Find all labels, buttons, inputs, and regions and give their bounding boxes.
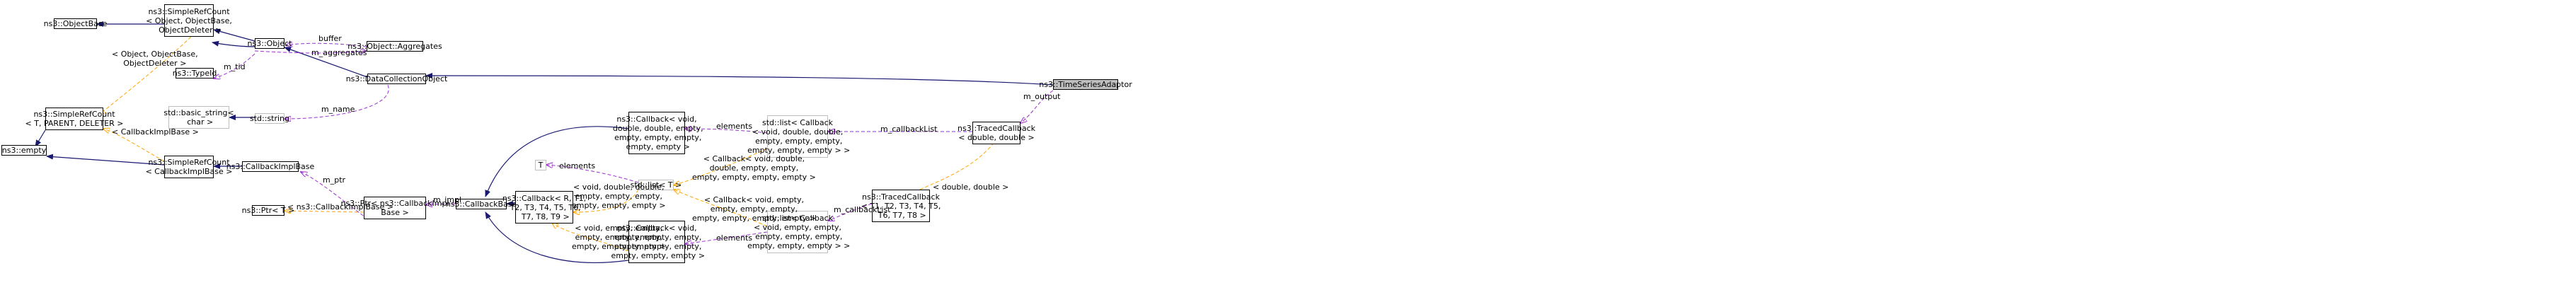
edge-object-buffer — [286, 43, 367, 47]
label-ptr-template: < ns3::CallbackImplBase > — [287, 202, 393, 211]
label-m-output: m_output — [1023, 92, 1061, 101]
edge-cb-double-tpl — [573, 189, 639, 212]
edge-string-m-name — [284, 84, 389, 119]
node-ns3-ptr-t[interactable]: ns3::Ptr< T > — [241, 205, 295, 216]
label-list-empty-template: < Callback< void, empty, empty, empty, e… — [692, 195, 816, 223]
node-ns3-callbackbase[interactable]: ns3::CallbackBase — [445, 199, 517, 209]
label-m-aggregates: m_aggregates — [311, 48, 367, 57]
edge-object-to-srfc-object — [213, 28, 255, 42]
edge-dco-to-object — [284, 47, 368, 78]
node-ns3-objectbase[interactable]: ns3::ObjectBase — [43, 18, 108, 29]
label-m-callbacklist-1: m_callbackList — [880, 124, 938, 134]
label-m-impl: m_impl — [433, 195, 462, 204]
label-double-double-template: < double, double > — [933, 182, 1009, 192]
label-m-ptr: m_ptr — [323, 175, 346, 185]
node-tracedcallback-double[interactable]: ns3::TracedCallback < double, double > — [958, 122, 1035, 144]
node-ns3-empty[interactable]: ns3::empty — [1, 145, 47, 156]
edge-list-empty-m-callbacklist — [828, 203, 873, 221]
edge-cb-empty-to-callbackbase — [485, 211, 629, 263]
node-ns3-object[interactable]: ns3::Object — [247, 38, 292, 49]
label-elements-t: elements — [559, 161, 596, 170]
edge-list-double-elements — [685, 129, 768, 134]
label-callback-empty-template: < void, empty, empty, empty, empty, empt… — [572, 224, 666, 251]
node-time-series-adaptor[interactable]: ns3::TimeSeriesAdaptor — [1039, 79, 1132, 90]
label-callbackimplbase-template: < CallbackImplBase > — [112, 127, 199, 137]
label-m-callbacklist-2: m_callbackList — [834, 205, 891, 214]
node-callback-double[interactable]: ns3::Callback< void, double, double, emp… — [613, 112, 703, 154]
node-std-list-callback-double[interactable]: std::list< Callback < void, double, doub… — [747, 115, 850, 158]
edge-ptr-tpl — [284, 211, 364, 212]
edge-tsa-to-dco — [425, 73, 1054, 86]
node-std-list-t[interactable]: std::list< T > — [630, 180, 682, 190]
label-m-name: m_name — [321, 105, 355, 114]
label-list-double-template: < Callback< void, double, double, empty,… — [692, 154, 816, 182]
label-elements-double: elements — [716, 122, 753, 131]
edge-list-double-tpl — [674, 148, 768, 185]
edge-cb-empty-tpl — [552, 223, 629, 252]
node-t[interactable]: T — [535, 160, 546, 170]
edge-object-to-objectbase — [212, 40, 255, 47]
edge-cbimplbase-m-ptr — [301, 172, 369, 220]
label-m-tid: m_tid — [224, 62, 246, 71]
label-buffer: buffer — [318, 34, 342, 43]
node-tracedcallback-generic[interactable]: ns3::TracedCallback < T1, T2, T3, T4, T5… — [861, 190, 941, 222]
node-ns3-callback-generic[interactable]: ns3::Callback< R, T1, T2, T3, T4, T5, T6… — [502, 191, 586, 224]
node-std-string[interactable]: std::string — [250, 113, 290, 124]
edge-srfc-object-tpl — [99, 36, 192, 115]
edge-tcb-double-tpl — [919, 138, 998, 190]
node-std-list-callback-empty[interactable]: std::list< Callback < void, empty, empty… — [747, 211, 850, 253]
edge-list-empty-tpl — [674, 190, 768, 227]
node-ns3-datacollectionobject[interactable]: ns3::DataCollectionObject — [345, 74, 448, 84]
edge-tcb-double-m-output — [1020, 90, 1054, 123]
edge-t-elements — [546, 165, 639, 183]
edge-srfc-callback-to-empty — [46, 153, 165, 166]
label-object-template: < Object, ObjectBase, ObjectDeleter > — [112, 50, 198, 68]
node-simplerefcount-callbackimplbase[interactable]: ns3::SimpleRefCount < CallbackImplBase > — [146, 156, 232, 178]
label-elements-empty: elements — [716, 233, 753, 243]
node-ns3-callbackimplbase[interactable]: ns3::CallbackImplBase — [226, 161, 315, 172]
node-std-basic-string[interactable]: std::basic_string< char > — [163, 106, 234, 129]
edge-list-empty-elements — [685, 231, 768, 244]
label-callback-double-template: < void, double, double, empty, empty, em… — [572, 182, 666, 210]
node-ns3-typeid[interactable]: ns3::TypeId — [172, 68, 217, 79]
edge-srfc-generic-to-empty — [35, 129, 46, 147]
node-ns3-ptr-callbackimplbase[interactable]: ns3::Ptr< ns3::CallbackImpl Base > — [340, 197, 449, 219]
node-simplerefcount-generic[interactable]: ns3::SimpleRefCount < T, PARENT, DELETER… — [25, 108, 123, 130]
edge-cb-double-to-callbackbase — [485, 126, 629, 197]
node-simplerefcount-object[interactable]: ns3::SimpleRefCount < Object, ObjectBase… — [146, 4, 232, 37]
edge-srfc-callback-tpl — [103, 129, 165, 162]
node-ns3-object-aggregates[interactable]: ns3::Object::Aggregates — [347, 41, 442, 52]
